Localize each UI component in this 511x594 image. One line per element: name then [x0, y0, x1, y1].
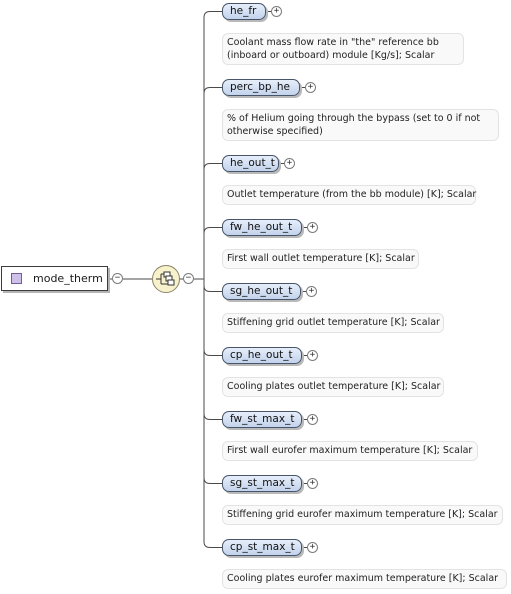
annotation-line: Stiffening grid outlet temperature [K]; … — [227, 317, 440, 328]
sequence-compositor[interactable] — [152, 265, 180, 293]
connector-branch — [203, 541, 222, 548]
element-fw-st-max-t[interactable]: fw_st_max_t — [222, 411, 302, 428]
annotation-line: Outlet temperature (from the bb module) … — [227, 189, 477, 200]
expand-toggle[interactable]: + — [284, 158, 295, 169]
connector-branch — [203, 413, 222, 420]
annotation-line: Coolant mass flow rate in "the" referenc… — [227, 37, 439, 48]
element-sg-st-max-t[interactable]: sg_st_max_t — [222, 475, 302, 492]
element-sg-he-out-t[interactable]: sg_he_out_t — [222, 283, 301, 300]
complex-type-icon — [11, 273, 22, 284]
connector-branch — [203, 163, 222, 170]
element-annotation: Outlet temperature (from the bb module) … — [222, 185, 476, 205]
sequence-compositor-icon — [156, 271, 175, 286]
collapse-root-toggle[interactable]: − — [112, 273, 123, 284]
expand-toggle[interactable]: + — [307, 478, 318, 489]
element-annotation: Stiffening grid outlet temperature [K]; … — [222, 313, 444, 333]
annotation-line: % of Helium going through the bypass (se… — [227, 113, 481, 124]
annotation-line: Cooling plates eurofer maximum temperatu… — [227, 573, 499, 584]
expand-toggle[interactable]: + — [307, 542, 318, 553]
element-he-fr[interactable]: he_fr — [222, 3, 266, 20]
connector-branch — [203, 87, 222, 94]
annotation-line: (inboard or outboard) module [Kg/s]; Sca… — [227, 50, 435, 61]
expand-toggle[interactable]: + — [305, 82, 316, 93]
element-cp-st-max-t[interactable]: cp_st_max_t — [222, 539, 302, 556]
root-element-mode-therm[interactable]: mode_therm — [1, 266, 108, 291]
connector-branch — [203, 349, 222, 356]
connector-branch — [203, 11, 222, 18]
connector-branch — [203, 477, 222, 484]
connector-branch — [203, 285, 222, 292]
element-annotation: Coolant mass flow rate in "the" referenc… — [222, 33, 464, 65]
expand-toggle[interactable]: + — [307, 222, 318, 233]
annotation-line: Stiffening grid eurofer maximum temperat… — [227, 509, 498, 520]
element-annotation: Cooling plates eurofer maximum temperatu… — [222, 569, 507, 589]
connector-branch — [203, 227, 222, 234]
element-annotation: Stiffening grid eurofer maximum temperat… — [222, 505, 503, 525]
element-fw-he-out-t[interactable]: fw_he_out_t — [222, 219, 302, 236]
expand-toggle[interactable]: + — [307, 350, 318, 361]
annotation-line: otherwise specified) — [227, 126, 323, 137]
element-cp-he-out-t[interactable]: cp_he_out_t — [222, 347, 302, 364]
expand-toggle[interactable]: + — [271, 6, 282, 17]
annotation-line: First wall eurofer maximum temperature [… — [227, 445, 473, 456]
expand-toggle[interactable]: + — [306, 286, 317, 297]
root-element-label: mode_therm — [33, 272, 103, 285]
annotation-line: Cooling plates outlet temperature [K]; S… — [227, 381, 441, 392]
element-perc-bp-he[interactable]: perc_bp_he — [222, 79, 300, 96]
element-he-out-t[interactable]: he_out_t — [222, 155, 279, 172]
element-annotation: First wall eurofer maximum temperature [… — [222, 441, 478, 461]
annotation-line: First wall outlet temperature [K]; Scala… — [227, 253, 415, 264]
element-annotation: First wall outlet temperature [K]; Scala… — [222, 249, 419, 269]
element-annotation: % of Helium going through the bypass (se… — [222, 109, 499, 141]
collapse-sequence-toggle[interactable]: − — [183, 273, 194, 284]
expand-toggle[interactable]: + — [307, 414, 318, 425]
element-annotation: Cooling plates outlet temperature [K]; S… — [222, 377, 444, 397]
